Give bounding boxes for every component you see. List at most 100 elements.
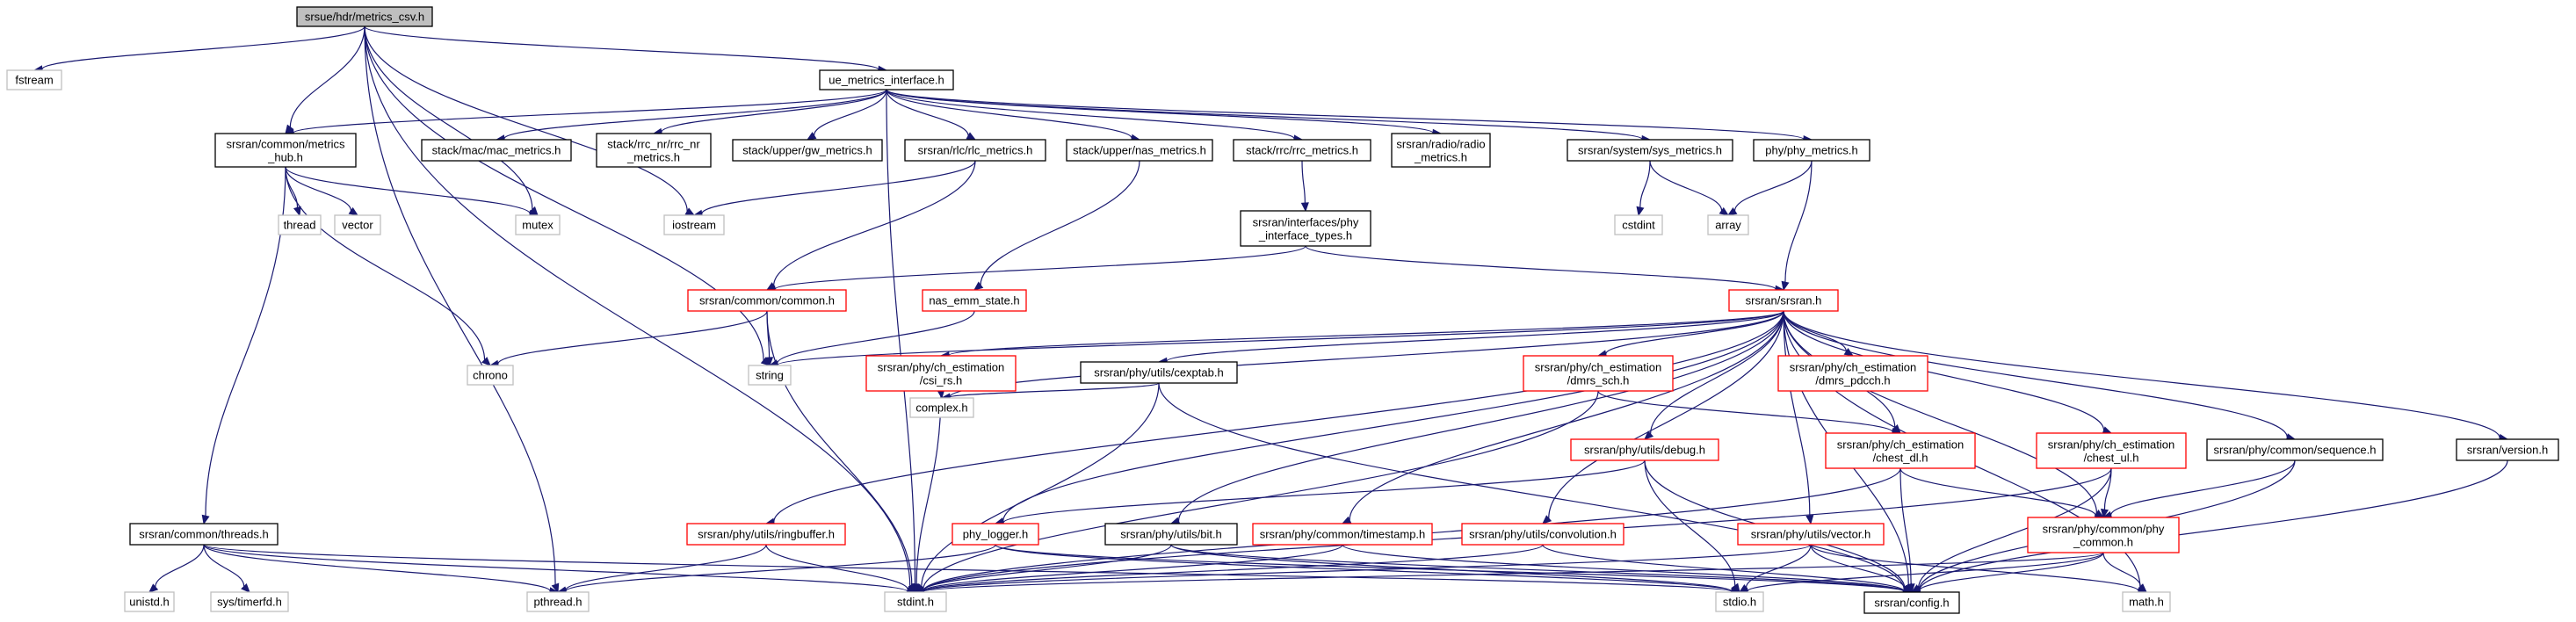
node-label: srsran/system/sys_metrics.h bbox=[1578, 144, 1722, 157]
node-label: chrono bbox=[473, 369, 508, 382]
node-chrono[interactable]: chrono bbox=[467, 365, 514, 386]
node-label: nas_emm_state.h bbox=[929, 294, 1019, 307]
node-stdint[interactable]: stdint.h bbox=[884, 591, 947, 612]
node-label: /csi_rs.h bbox=[920, 374, 962, 387]
node-box bbox=[1523, 355, 1674, 392]
node-chest_dl[interactable]: srsran/phy/ch_estimation/chest_dl.h bbox=[1825, 432, 1976, 469]
node-label: srsran/phy/utils/cexptab.h bbox=[1094, 366, 1223, 380]
node-stdio[interactable]: stdio.h bbox=[1715, 591, 1764, 612]
node-cstdint[interactable]: cstdint bbox=[1614, 214, 1663, 235]
node-chest_ul[interactable]: srsran/phy/ch_estimation/chest_ul.h bbox=[2036, 432, 2187, 469]
node-timerfd[interactable]: sys/timerfd.h bbox=[210, 591, 289, 612]
node-dmrs_pdcch[interactable]: srsran/phy/ch_estimation/dmrs_pdcch.h bbox=[1777, 355, 1928, 392]
node-radio_metrics[interactable]: srsran/radio/radio_metrics.h bbox=[1391, 133, 1491, 168]
node-label: srsran/rlc/rlc_metrics.h bbox=[918, 144, 1033, 157]
edge-srsran_h-to-cexptab bbox=[1157, 310, 1784, 365]
edge-phy_metrics-to-array bbox=[1726, 160, 1813, 216]
node-label: srsran/phy/common/sequence.h bbox=[2214, 444, 2377, 457]
edge-sys_metrics-to-cstdint bbox=[1636, 160, 1651, 217]
edge-phy_interface_types-to-srsran_h bbox=[1305, 245, 1785, 293]
arrowhead-icon bbox=[806, 132, 817, 141]
node-rrc_metrics[interactable]: stack/rrc/rrc_metrics.h bbox=[1233, 139, 1371, 162]
node-label: math.h bbox=[2129, 596, 2164, 609]
node-phy_metrics[interactable]: phy/phy_metrics.h bbox=[1753, 139, 1870, 162]
node-common_h[interactable]: srsran/common/common.h bbox=[687, 289, 847, 312]
node-box bbox=[1825, 432, 1976, 469]
node-phy_common[interactable]: srsran/phy/common/phy_common.h bbox=[2027, 517, 2180, 553]
node-label: _interface_types.h bbox=[1258, 229, 1352, 242]
node-metrics_hub[interactable]: srsran/common/metrics_hub.h bbox=[214, 133, 357, 168]
node-pthread[interactable]: pthread.h bbox=[526, 591, 590, 612]
node-box bbox=[1461, 523, 1624, 546]
node-label: srsran/phy/ch_estimation bbox=[2048, 438, 2175, 452]
arrowhead-icon bbox=[348, 206, 359, 216]
node-gw_metrics[interactable]: stack/upper/gw_metrics.h bbox=[732, 139, 883, 162]
node-sequence_h[interactable]: srsran/phy/common/sequence.h bbox=[2206, 438, 2384, 461]
node-complex_h[interactable]: complex.h bbox=[909, 397, 974, 418]
node-label: ue_metrics_interface.h bbox=[829, 74, 944, 87]
node-label: _hub.h bbox=[267, 151, 303, 164]
node-vector[interactable]: vector bbox=[334, 214, 381, 235]
edge-metrics_hub-to-threads_h bbox=[201, 166, 286, 525]
edge-bit_h-to-config_h bbox=[1170, 544, 1914, 596]
node-config_h[interactable]: srsran/config.h bbox=[1863, 591, 1960, 614]
node-array[interactable]: array bbox=[1707, 214, 1749, 235]
node-iostream[interactable]: iostream bbox=[663, 214, 725, 235]
node-metrics_csv[interactable]: srsue/hdr/metrics_csv.h bbox=[296, 6, 433, 27]
node-label: stack/upper/nas_metrics.h bbox=[1073, 144, 1206, 157]
node-debug_h[interactable]: srsran/phy/utils/debug.h bbox=[1570, 438, 1719, 461]
node-label: /dmrs_sch.h bbox=[1567, 374, 1630, 387]
node-label: srsue/hdr/metrics_csv.h bbox=[305, 11, 424, 24]
edge-rlc_metrics-to-common_h bbox=[765, 160, 976, 291]
node-srsran_h[interactable]: srsran/srsran.h bbox=[1728, 289, 1839, 312]
node-math_h[interactable]: math.h bbox=[2122, 591, 2171, 612]
node-bit_h[interactable]: srsran/phy/utils/bit.h bbox=[1104, 523, 1238, 546]
node-vector_h[interactable]: srsran/phy/utils/vector.h bbox=[1737, 523, 1885, 546]
node-box bbox=[732, 139, 883, 162]
node-box bbox=[865, 355, 1017, 392]
edge-srsran_h-to-debug_h bbox=[1644, 310, 1784, 440]
arrowhead-icon bbox=[1644, 430, 1654, 440]
node-box bbox=[334, 214, 381, 235]
edge-ue_metrics_interface-to-rrc_nr_metrics bbox=[652, 89, 887, 136]
edge-metrics_csv-to-metrics_hub bbox=[285, 25, 365, 135]
edge-ue_metrics_interface-to-phy_metrics bbox=[886, 89, 1813, 144]
node-sys_metrics[interactable]: srsran/system/sys_metrics.h bbox=[1567, 139, 1733, 162]
node-nas_metrics[interactable]: stack/upper/nas_metrics.h bbox=[1066, 139, 1213, 162]
node-thread[interactable]: thread bbox=[278, 214, 322, 235]
node-csi_rs[interactable]: srsran/phy/ch_estimation/csi_rs.h bbox=[865, 355, 1017, 392]
node-dmrs_sch[interactable]: srsran/phy/ch_estimation/dmrs_sch.h bbox=[1523, 355, 1674, 392]
node-ringbuffer[interactable]: srsran/phy/utils/ringbuffer.h bbox=[686, 523, 846, 546]
node-version_h[interactable]: srsran/version.h bbox=[2456, 438, 2559, 461]
node-phy_logger[interactable]: phy_logger.h bbox=[952, 523, 1039, 546]
edge-metrics_hub-to-vector bbox=[285, 166, 359, 216]
node-nas_emm_state[interactable]: nas_emm_state.h bbox=[922, 289, 1027, 312]
node-threads_h[interactable]: srsran/common/threads.h bbox=[129, 523, 279, 546]
node-ue_metrics_interface[interactable]: ue_metrics_interface.h bbox=[819, 69, 954, 90]
edge-threads_h-to-stdio bbox=[203, 544, 1741, 597]
node-box bbox=[596, 133, 712, 168]
node-label: srsran/common/threads.h bbox=[139, 528, 268, 541]
node-fstream[interactable]: fstream bbox=[6, 69, 62, 90]
node-mac_metrics[interactable]: stack/mac/mac_metrics.h bbox=[421, 139, 572, 162]
node-label: srsran/phy/ch_estimation bbox=[1790, 361, 1917, 374]
node-timestamp[interactable]: srsran/phy/common/timestamp.h bbox=[1252, 523, 1433, 546]
edge-version_h-to-config_h bbox=[1910, 459, 2508, 595]
edge-sys_metrics-to-array bbox=[1649, 160, 1730, 216]
arrowhead-icon bbox=[201, 514, 210, 525]
node-cexptab[interactable]: srsran/phy/utils/cexptab.h bbox=[1080, 361, 1238, 384]
arrowhead-icon bbox=[148, 583, 159, 593]
edge-srsran_h-to-convolution bbox=[1542, 310, 1784, 524]
node-rrc_nr_metrics[interactable]: stack/rrc_nr/rrc_nr_metrics.h bbox=[596, 133, 712, 168]
edge-ue_metrics_interface-to-stdint bbox=[886, 89, 919, 594]
node-convolution[interactable]: srsran/phy/utils/convolution.h bbox=[1461, 523, 1624, 546]
arrowhead-icon bbox=[1719, 206, 1730, 216]
node-mutex[interactable]: mutex bbox=[515, 214, 561, 235]
node-unistd[interactable]: unistd.h bbox=[124, 591, 175, 612]
node-phy_interface_types[interactable]: srsran/interfaces/phy_interface_types.h bbox=[1240, 210, 1371, 247]
node-rlc_metrics[interactable]: srsran/rlc/rlc_metrics.h bbox=[904, 139, 1046, 162]
node-label: srsran/phy/utils/ringbuffer.h bbox=[698, 528, 835, 541]
node-label: /chest_ul.h bbox=[2084, 452, 2139, 465]
node-string[interactable]: string bbox=[748, 365, 792, 386]
arrowhead-icon bbox=[2101, 508, 2109, 519]
